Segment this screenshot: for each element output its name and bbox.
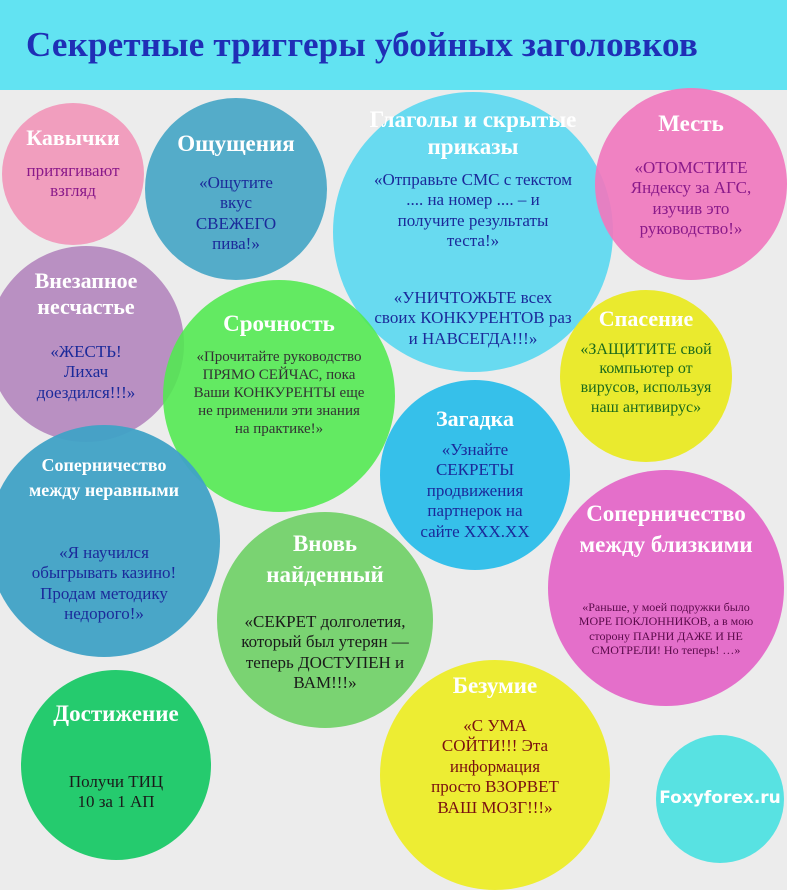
bubble-dostizhenie: Достижение Получи ТИЦ 10 за 1 АП xyxy=(21,670,211,860)
bubble-text: «Раньше, у моей подружки было МОРЕ ПОКЛО… xyxy=(578,600,754,658)
bubble-title: Глаголы и скрытые приказы xyxy=(369,107,577,160)
bubble-text: «С УМА СОЙТИ!!! Эта информация просто ВЗ… xyxy=(431,716,559,817)
bubble-text: «Отправьте СМС с текстом .... на номер .… xyxy=(373,170,573,251)
bubble-title: Срочность xyxy=(223,311,335,336)
bubble-title: Внезапное несчастье xyxy=(34,268,138,319)
bubble-title: Безумие xyxy=(452,673,538,698)
bubble-vnezapnoe: Внезапное несчастье «ЖЕСТЬ! Лихач доезди… xyxy=(0,246,184,442)
brand-bubble: Foxyforex.ru xyxy=(656,735,784,863)
bubble-title: Вновь найденный xyxy=(266,531,384,588)
bubble-text: «ОТОМСТИТЕ Яндексу за АГС, изучив это ру… xyxy=(630,158,752,239)
bubble-bezumie: Безумие «С УМА СОЙТИ!!! Эта информация п… xyxy=(380,660,610,890)
bubble-glagoly: Глаголы и скрытые приказы «Отправьте СМС… xyxy=(333,92,613,372)
bubble-sopernichestvo-blizkie: Соперничество между близкими «Раньше, у … xyxy=(548,470,784,706)
bubble-text: «Я научился обыгрывать казино! Продам ме… xyxy=(31,543,177,624)
bubble-oshchushenia: Ощущения «Ощутите вкус СВЕЖЕГО пива!» xyxy=(145,98,327,280)
bubble-sopernichestvo-neravnye: Соперничество между неравными «Я научилс… xyxy=(0,425,220,657)
bubble-text: Получи ТИЦ 10 за 1 АП xyxy=(68,772,164,812)
bubble-text: «ЗАЩИТИТЕ свой компьютер от вирусов, исп… xyxy=(580,341,712,416)
brand-text: Foxyforex.ru xyxy=(659,788,781,808)
bubble-text: «Прочитайте руководство ПРЯМО СЕЙЧАС, по… xyxy=(193,349,365,437)
bubble-zagadka: Загадка «Узнайте СЕКРЕТЫ продвижения пар… xyxy=(380,380,570,570)
header-banner: Секретные триггеры убойных заголовков xyxy=(0,0,787,90)
bubble-title: Месть xyxy=(658,111,724,136)
bubble-text-2: «УНИЧТОЖЬТЕ всех своих КОНКУРЕНТОВ раз и… xyxy=(374,288,572,348)
bubble-title: Спасение xyxy=(598,306,694,331)
bubble-text: «Ощутите вкус СВЕЖЕГО пива!» xyxy=(195,173,277,254)
bubble-title: Соперничество между близкими xyxy=(579,501,753,558)
bubble-title: Ощущения xyxy=(177,131,295,156)
bubble-srochnost: Срочность «Прочитайте руководство ПРЯМО … xyxy=(163,280,395,512)
bubble-mest: Месть «ОТОМСТИТЕ Яндексу за АГС, изучив … xyxy=(595,88,787,280)
bubble-spasenie: Спасение «ЗАЩИТИТЕ свой компьютер от вир… xyxy=(560,290,732,462)
bubble-vnov: Вновь найденный «СЕКРЕТ долголетия, кото… xyxy=(217,512,433,728)
bubble-title: Достижение xyxy=(53,701,179,726)
bubble-title: Соперничество между неравными xyxy=(28,455,180,500)
bubble-title: Загадка xyxy=(435,406,515,431)
bubble-title: Кавычки xyxy=(26,125,120,150)
bubble-text: притягивают взгляд xyxy=(26,161,120,201)
bubble-text: «СЕКРЕТ долголетия, который был утерян —… xyxy=(241,612,409,693)
bubble-text: «ЖЕСТЬ! Лихач доездился!!!» xyxy=(36,342,136,402)
page-title: Секретные триггеры убойных заголовков xyxy=(26,25,698,64)
bubble-kavychki: Кавычки притягивают взгляд xyxy=(2,103,144,245)
bubble-text: «Узнайте СЕКРЕТЫ продвижения партнерок н… xyxy=(420,440,530,541)
